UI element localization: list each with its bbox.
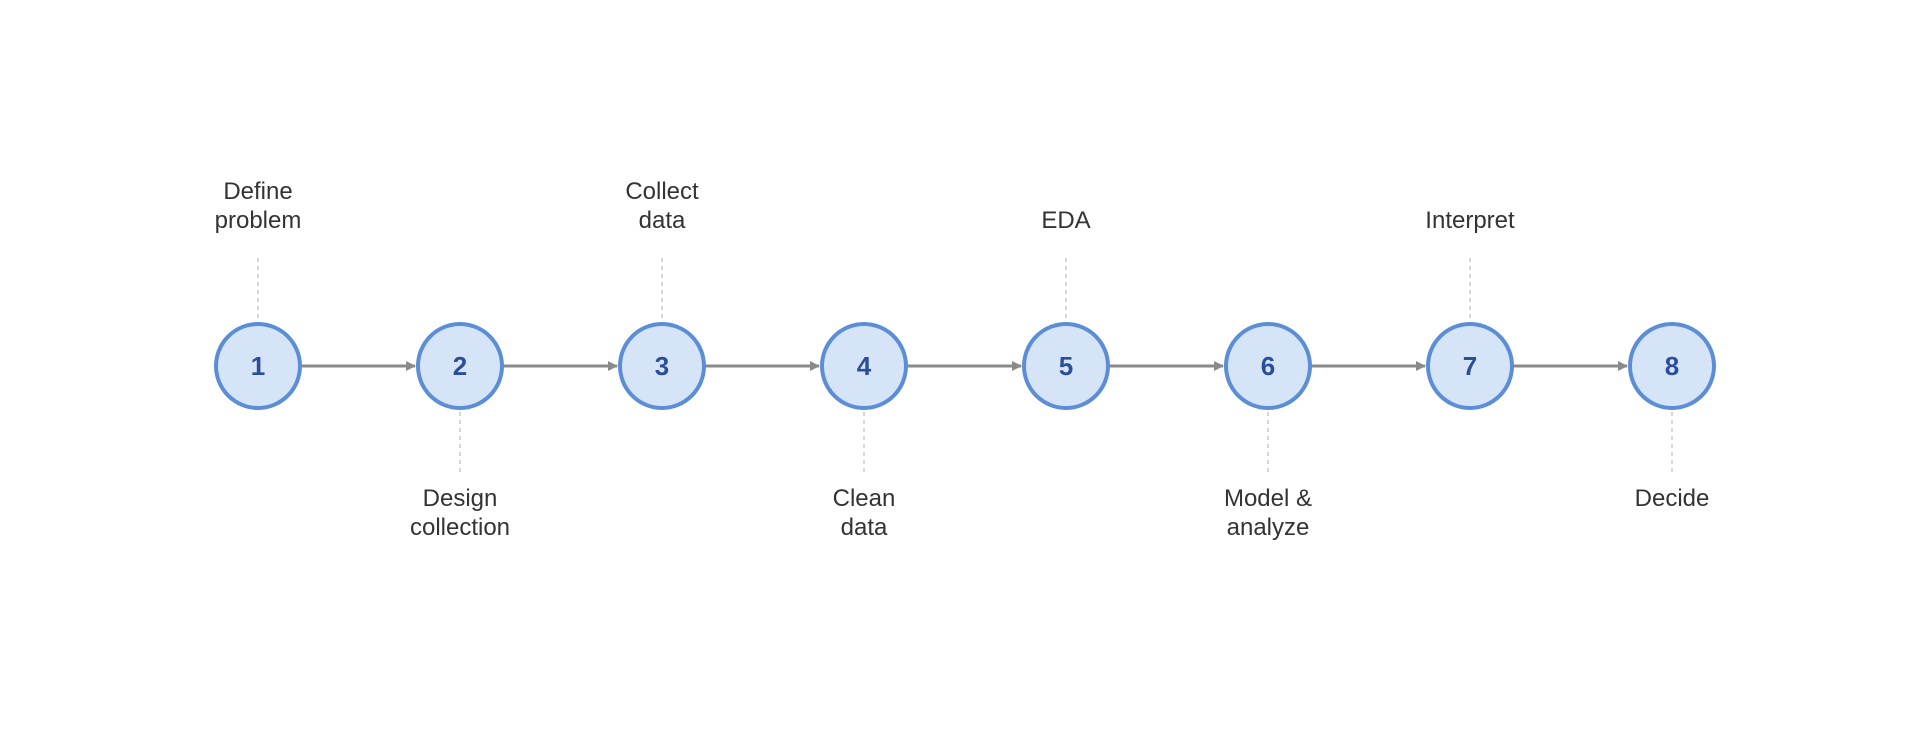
step-7-label: Interpret xyxy=(1425,207,1515,234)
step-6-label-line: analyze xyxy=(1227,514,1310,541)
step-3-label-line: Collect xyxy=(625,178,699,205)
step-4-number: 4 xyxy=(857,351,872,381)
step-6-number: 6 xyxy=(1261,351,1275,381)
step-7-number: 7 xyxy=(1463,351,1477,381)
step-node-7: 7 xyxy=(1426,322,1514,410)
step-6-circle xyxy=(1224,322,1312,410)
step-7-circle xyxy=(1426,322,1514,410)
step-8-label: Decide xyxy=(1635,485,1710,512)
step-2-number: 2 xyxy=(453,351,467,381)
step-node-4: 4 xyxy=(820,322,908,410)
step-5-circle xyxy=(1022,322,1110,410)
step-1-number: 1 xyxy=(251,351,265,381)
step-node-5: 5 xyxy=(1022,322,1110,410)
step-4-circle xyxy=(820,322,908,410)
step-5-number: 5 xyxy=(1059,351,1073,381)
step-2-label-line: collection xyxy=(410,514,510,541)
step-5-label: EDA xyxy=(1041,207,1090,234)
step-node-1: 1 xyxy=(214,322,302,410)
step-8-number: 8 xyxy=(1665,351,1679,381)
step-3-label-line: data xyxy=(639,207,686,234)
step-5-label-line: EDA xyxy=(1041,207,1090,234)
step-8-label-line: Decide xyxy=(1635,485,1710,512)
step-3-number: 3 xyxy=(655,351,669,381)
step-4-label-line: data xyxy=(841,514,888,541)
step-2-circle xyxy=(416,322,504,410)
step-1-label-line: problem xyxy=(215,207,302,234)
step-7-label-line: Interpret xyxy=(1425,207,1515,234)
step-node-8: 8 xyxy=(1628,322,1716,410)
step-1-label-line: Define xyxy=(223,178,292,205)
connectors-layer xyxy=(257,258,1673,472)
step-node-2: 2 xyxy=(416,322,504,410)
step-1-circle xyxy=(214,322,302,410)
step-6-label-line: Model & xyxy=(1224,485,1312,512)
step-2-label-line: Design xyxy=(423,485,498,512)
nodes-layer: 1 2 3 4 5 6 7 8 xyxy=(214,322,1716,410)
step-node-6: 6 xyxy=(1224,322,1312,410)
step-4-label-line: Clean xyxy=(833,485,896,512)
step-8-circle xyxy=(1628,322,1716,410)
step-node-3: 3 xyxy=(618,322,706,410)
step-3-circle xyxy=(618,322,706,410)
step-6-label: Model &analyze xyxy=(1224,485,1312,541)
